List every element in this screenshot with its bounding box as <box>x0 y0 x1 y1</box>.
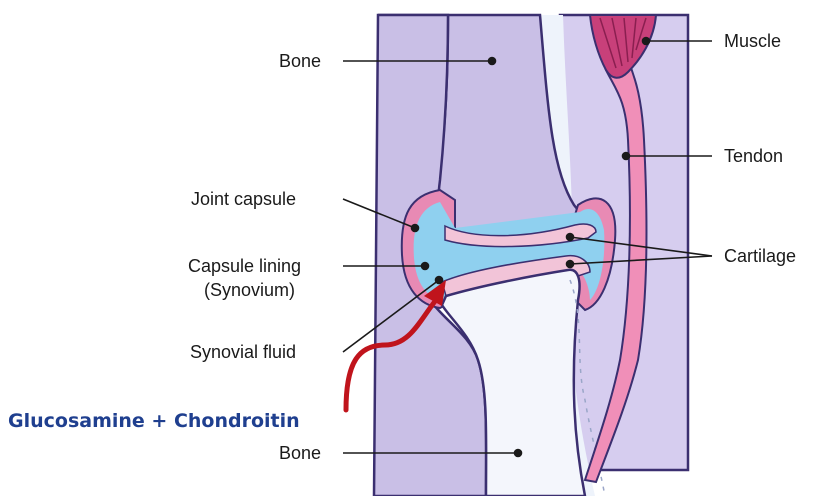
capsule-lining-dot <box>422 263 429 270</box>
label-synovium: (Synovium) <box>204 279 295 301</box>
synovial-fluid-dot <box>436 277 443 284</box>
tendon-dot <box>623 153 630 160</box>
label-muscle: Muscle <box>724 30 781 52</box>
joint-capsule-dot <box>412 225 419 232</box>
label-capsule-lining: Capsule lining <box>188 255 301 277</box>
label-bone-top: Bone <box>279 50 321 72</box>
bone-bottom-dot <box>515 450 522 457</box>
cartilage-dot-upper <box>567 234 574 241</box>
label-joint-capsule: Joint capsule <box>191 188 296 210</box>
label-tendon: Tendon <box>724 145 783 167</box>
cartilage-dot-lower <box>567 261 574 268</box>
label-cartilage: Cartilage <box>724 245 796 267</box>
bone-top-dot <box>489 58 496 65</box>
muscle-dot <box>643 38 650 45</box>
label-supplement: Glucosamine + Chondroitin <box>8 410 300 432</box>
label-synovial-fluid: Synovial fluid <box>190 341 296 363</box>
label-bone-bottom: Bone <box>279 442 321 464</box>
